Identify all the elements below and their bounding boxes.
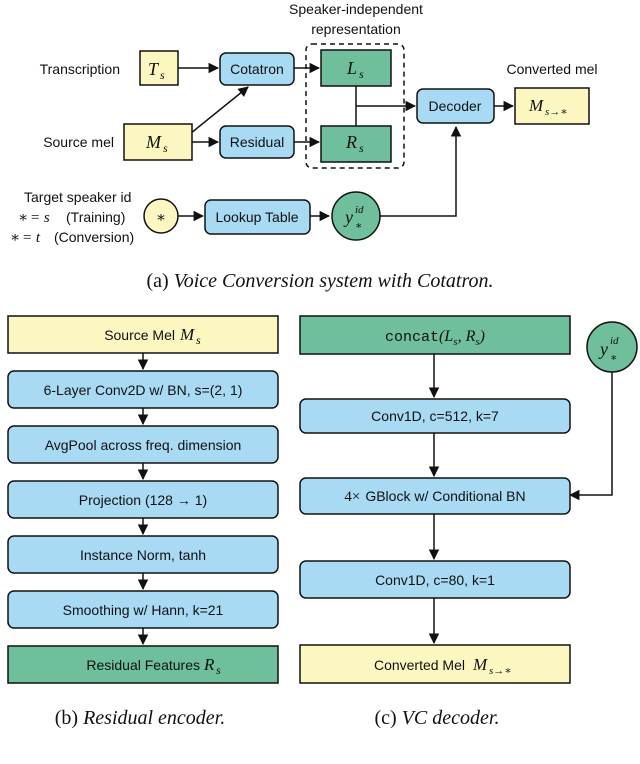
instance-norm-block: Instance Norm, tanh xyxy=(7,535,279,574)
svg-text:s→∗: s→∗ xyxy=(489,665,512,677)
conversion-line: ∗ = t (Conversion) xyxy=(10,229,134,246)
converted-mel-label: Converted mel xyxy=(506,61,597,77)
decoder-box: Decoder xyxy=(416,88,495,124)
rs-box: R s xyxy=(320,125,392,163)
svg-text:s: s xyxy=(216,663,221,677)
cotatron-box: Cotatron xyxy=(219,52,295,86)
ts-box: T s xyxy=(139,50,179,86)
svg-text:Decoder: Decoder xyxy=(429,98,482,114)
svg-text:Source Mel: Source Mel xyxy=(104,327,175,343)
panel-c: concat(Ls, Rs) Conv1D, c=512, k=7 4×GBlo… xyxy=(299,315,638,729)
svg-text:Conv1D, c=512, k=7: Conv1D, c=512, k=7 xyxy=(371,408,499,424)
svg-text:Residual Features: Residual Features xyxy=(86,657,200,673)
conv2d-block: 6-Layer Conv2D w/ BN, s=(2, 1) xyxy=(7,370,279,409)
svg-text:AvgPool across freq. dimension: AvgPool across freq. dimension xyxy=(45,437,242,453)
panel-b: Source Mel M s 6-Layer Conv2D w/ BN, s=(… xyxy=(7,315,279,729)
svg-text:Residual: Residual xyxy=(230,134,284,150)
representation-label: representation xyxy=(311,21,401,37)
svg-text:Projection (128 → 1): Projection (128 → 1) xyxy=(79,492,207,508)
svg-text:(Conversion): (Conversion) xyxy=(54,229,134,245)
svg-text:M: M xyxy=(179,325,195,344)
svg-text:Conv1D, c=80, k=1: Conv1D, c=80, k=1 xyxy=(375,572,495,588)
residual-box: Residual xyxy=(219,125,295,159)
svg-text:s: s xyxy=(359,67,364,81)
smoothing-block: Smoothing w/ Hann, k=21 xyxy=(7,590,279,629)
svg-text:(a) Voice Conversion system wi: (a) Voice Conversion system with Cotatro… xyxy=(147,270,494,292)
svg-text:∗: ∗ xyxy=(610,352,617,364)
output-mel-box: M s→∗ xyxy=(514,87,590,125)
speaker-star-circle: ∗ xyxy=(143,198,179,234)
svg-text:id: id xyxy=(610,335,619,347)
conv1d-80-block: Conv1D, c=80, k=1 xyxy=(299,560,571,599)
svg-text:6-Layer Conv2D w/ BN, s=(2, 1): 6-Layer Conv2D w/ BN, s=(2, 1) xyxy=(44,382,243,398)
svg-text:Instance Norm, tanh: Instance Norm, tanh xyxy=(80,547,206,563)
svg-text:∗: ∗ xyxy=(355,220,362,232)
svg-text:Lookup Table: Lookup Table xyxy=(215,209,298,225)
svg-text:L: L xyxy=(346,58,357,78)
svg-text:M: M xyxy=(528,96,544,115)
residual-features-box: Residual Features R s xyxy=(7,645,279,684)
panel-a: Speaker-independent representation Trans… xyxy=(10,1,598,292)
conv1d-512-block: Conv1D, c=512, k=7 xyxy=(299,398,571,434)
svg-text:s: s xyxy=(359,141,364,155)
training-line: ∗ = s (Training) xyxy=(18,209,125,226)
svg-text:∗: ∗ xyxy=(18,210,28,226)
ls-box: L s xyxy=(320,49,392,87)
svg-text:concat(Ls, Rs): concat(Ls, Rs) xyxy=(385,328,485,348)
ms-box: M s xyxy=(123,123,193,161)
caption-a: (a) Voice Conversion system with Cotatro… xyxy=(147,270,494,292)
svg-text:M: M xyxy=(145,132,162,152)
svg-text:= t: = t xyxy=(22,230,41,246)
svg-text:Cotatron: Cotatron xyxy=(230,61,284,77)
svg-text:Converted Mel: Converted Mel xyxy=(374,657,465,673)
svg-text:= s: = s xyxy=(30,210,50,226)
svg-text:y: y xyxy=(343,207,353,227)
lookup-table-box: Lookup Table xyxy=(204,199,311,235)
converted-mel-box: Converted Mel M s→∗ xyxy=(299,644,571,684)
speaker-independent-label: Speaker-independent xyxy=(289,1,423,17)
caption-c: (c) VC decoder. xyxy=(375,707,500,729)
svg-text:id: id xyxy=(355,204,364,216)
source-mel-box: Source Mel M s xyxy=(7,315,279,354)
transcription-label: Transcription xyxy=(40,61,120,77)
svg-text:(b) Residual encoder.: (b) Residual encoder. xyxy=(55,707,226,729)
target-speaker-label: Target speaker id xyxy=(24,189,131,205)
concat-box: concat(Ls, Rs) xyxy=(299,315,571,355)
avgpool-block: AvgPool across freq. dimension xyxy=(7,425,279,464)
gblock-block: 4×GBlock w/ Conditional BN xyxy=(299,477,571,515)
svg-text:M: M xyxy=(472,655,488,674)
svg-text:∗: ∗ xyxy=(156,210,166,226)
svg-text:(Training): (Training) xyxy=(66,209,125,225)
svg-text:T: T xyxy=(148,59,160,79)
speaker-embedding-circle-c: y id ∗ xyxy=(586,321,638,373)
svg-text:R: R xyxy=(345,132,357,152)
svg-text:4×GBlock w/ Conditional BN: 4×GBlock w/ Conditional BN xyxy=(344,488,525,505)
speaker-embedding-circle: y id ∗ xyxy=(331,191,381,241)
caption-b: (b) Residual encoder. xyxy=(55,707,226,729)
svg-text:y: y xyxy=(598,339,608,359)
svg-text:s→∗: s→∗ xyxy=(545,106,568,118)
svg-text:∗: ∗ xyxy=(10,230,20,246)
svg-text:Smoothing w/ Hann, k=21: Smoothing w/ Hann, k=21 xyxy=(63,602,224,618)
svg-text:s: s xyxy=(163,141,168,155)
svg-text:R: R xyxy=(203,655,215,674)
svg-text:(c) VC decoder.: (c) VC decoder. xyxy=(375,707,500,729)
svg-text:s: s xyxy=(196,333,201,347)
source-mel-label: Source mel xyxy=(43,134,114,150)
svg-text:s: s xyxy=(160,68,165,82)
projection-block: Projection (128 → 1) xyxy=(7,480,279,519)
